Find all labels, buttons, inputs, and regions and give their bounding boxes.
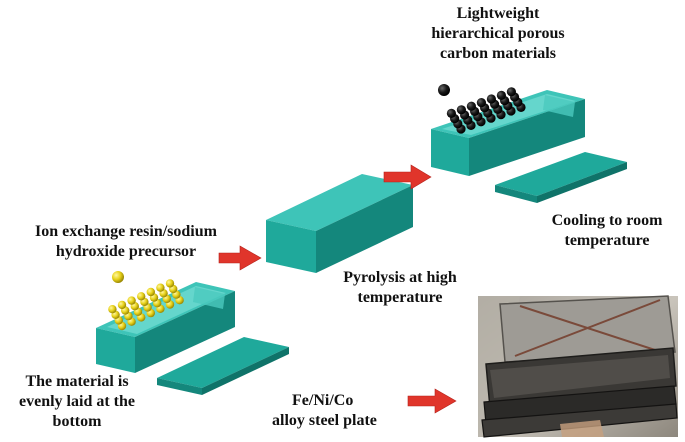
tray-diagonal <box>514 299 661 357</box>
precursor-particle-legend-icon <box>112 271 124 283</box>
label-line: Pyrolysis at high <box>343 269 457 286</box>
crucible-inner-wall <box>543 95 575 117</box>
label-line: The material is <box>25 373 129 390</box>
precursor-particle <box>156 283 165 292</box>
label-line: carbon materials <box>440 45 556 62</box>
label-line: Ion exchange resin/sodium <box>35 223 217 240</box>
carbon-particle <box>486 94 496 104</box>
crucible-front <box>431 129 469 176</box>
cooling-plate-side <box>537 162 627 203</box>
label-line: bottom <box>52 413 102 430</box>
carbon-particle <box>496 90 506 100</box>
crucible-side <box>469 99 585 176</box>
carbon-particles <box>446 87 526 134</box>
precursor-label: Ion exchange resin/sodium hydroxide prec… <box>2 222 250 262</box>
precursor-particle <box>108 305 117 314</box>
pyrolysis-label: Pyrolysis at high temperature <box>320 268 480 308</box>
tray-black-3 <box>481 403 678 438</box>
cooling-plate-top <box>495 152 627 196</box>
precursor-particle <box>117 300 127 310</box>
crucible-inner-wall <box>193 287 225 309</box>
label-line: Cooling to room <box>551 212 663 229</box>
precursor-particle <box>127 296 136 305</box>
cooling-label: Cooling to room temperature <box>537 211 677 251</box>
precursor-particle <box>165 279 175 288</box>
label-line: hydroxide precursor <box>55 243 197 260</box>
alloy-plate-side <box>202 347 289 395</box>
carbon-materials-label: Lightweight hierarchical porous carbon m… <box>418 4 578 64</box>
carbon-particle <box>446 108 456 118</box>
carbon-particle <box>456 105 466 115</box>
precursor-crucible <box>96 282 235 373</box>
label-line: Lightweight <box>456 5 540 22</box>
label-line: hierarchical porous <box>431 25 565 42</box>
arrow-to-carbon <box>383 164 432 190</box>
block-front <box>266 220 316 273</box>
carbon-particle <box>506 87 516 97</box>
label-line: Fe/Ni/Co <box>292 392 354 409</box>
carbon-particle <box>476 98 486 108</box>
precursor-particles <box>108 279 184 331</box>
label-line: alloy steel plate <box>272 412 377 429</box>
precursor-particle <box>137 292 146 301</box>
carbon-particle-legend-icon <box>438 84 450 96</box>
label-line: temperature <box>564 232 650 249</box>
arrow-to-pyrolysis <box>218 245 262 271</box>
block-side <box>316 185 413 273</box>
label-line: temperature <box>357 289 443 306</box>
alloy-plate-edge <box>157 378 202 395</box>
crucible-front <box>96 328 135 373</box>
arrow-to-photo <box>407 388 457 414</box>
block-top <box>266 174 413 231</box>
label-line: evenly laid at the <box>19 393 135 410</box>
alloy-plate-photo <box>478 295 678 438</box>
material-laid-label: The material is evenly laid at the botto… <box>2 372 152 432</box>
pyrolysis-block <box>266 174 413 273</box>
cooling-plate-edge <box>495 185 537 203</box>
precursor-particle <box>146 287 155 297</box>
carbon-particle <box>466 101 476 111</box>
alloy-plate-label: Fe/Ni/Co alloy steel plate <box>272 391 412 431</box>
alloy-plate-top <box>157 337 289 388</box>
crucible-side <box>135 291 235 373</box>
